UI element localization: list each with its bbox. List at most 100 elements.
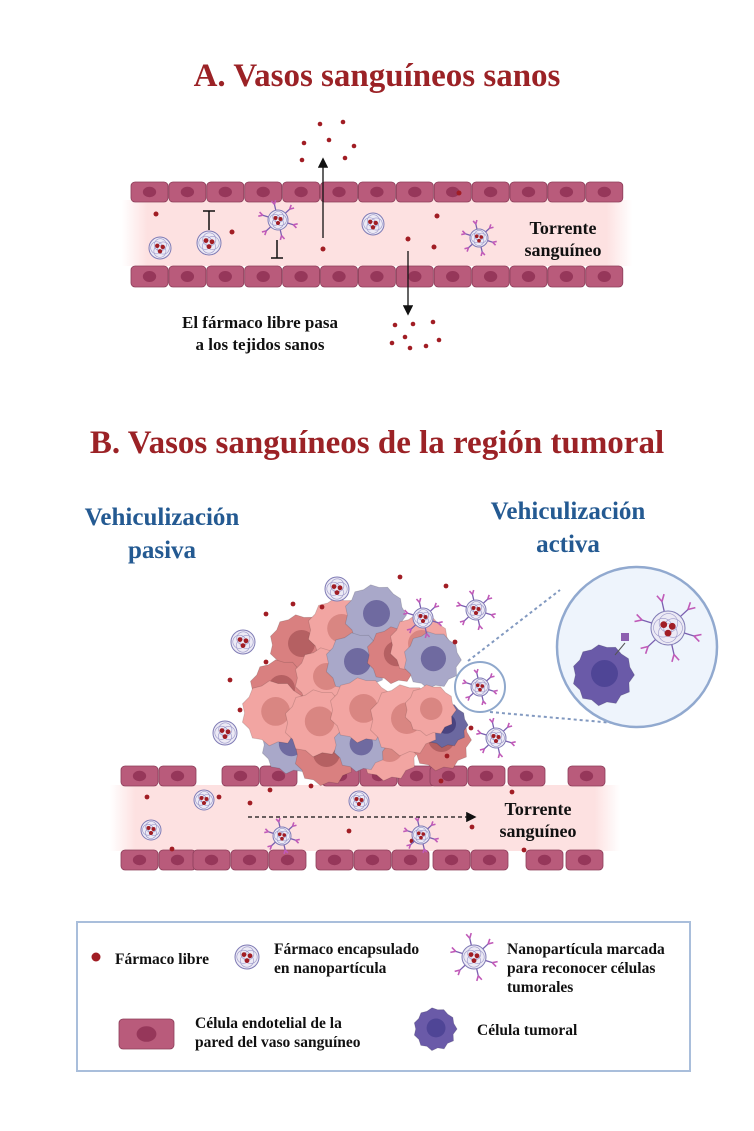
endothelial-cell: [158, 849, 197, 871]
endothelial-cell: [507, 765, 546, 787]
antibody: [270, 841, 276, 847]
tumor-nucleus: [591, 660, 618, 687]
passive-line1: Vehiculización: [84, 504, 240, 531]
endothelial-cell: [395, 181, 434, 203]
endothelial-cell: [168, 181, 207, 203]
antibody: [477, 619, 481, 626]
endothelial-cell: [357, 265, 396, 288]
free-drug-dot: [474, 953, 480, 959]
nucleus: [521, 186, 536, 198]
bloodstream-label-b: Torrente sanguíneo: [493, 798, 583, 842]
legend-tumor-cell-icon: [413, 1007, 458, 1052]
antibody: [265, 226, 272, 232]
bound-tumor-cell: [572, 644, 635, 707]
endothelial-cell: [130, 181, 169, 203]
free-drug-dot: [263, 611, 269, 617]
nucleus: [218, 271, 232, 282]
marked-nanoparticle: [403, 816, 439, 854]
free-drug-dot: [247, 953, 253, 959]
antibody: [476, 968, 479, 976]
endothelial-cell: [397, 765, 436, 787]
nucleus: [559, 271, 574, 282]
endothelial-cell: [467, 765, 506, 787]
endothelial-cell: [268, 849, 307, 871]
tumor-mass: [241, 584, 472, 787]
legend-tumor-cell-label: Célula tumoral: [477, 1022, 578, 1039]
marked-nanoparticle: [461, 219, 497, 257]
legend-line: Célula endotelial de la: [195, 1015, 342, 1032]
free-drug-dot: [436, 337, 442, 343]
nucleus: [332, 271, 346, 282]
tumor-nucleus: [420, 646, 446, 672]
free-drug-dot: [277, 832, 282, 836]
section-b-title: B. Vasos sanguíneos de la región tumoral: [89, 425, 665, 461]
free-drug-dot: [149, 831, 153, 835]
free-drug-dot: [209, 239, 215, 245]
antibody: [455, 950, 463, 955]
free-drug-dot: [340, 119, 346, 125]
free-drug-dot: [153, 211, 159, 217]
free-drug-dot: [430, 319, 436, 325]
endothelial-cell: [244, 181, 283, 203]
endothelial-cell: [470, 849, 509, 871]
free-drug-dot: [320, 246, 326, 252]
antibody: [424, 627, 428, 634]
endothelial-cell: [357, 181, 396, 203]
antibody: [410, 624, 417, 630]
free-drug-dot: [216, 794, 222, 800]
legend-free-drug-label: Fármaco libre: [115, 951, 209, 968]
bloodstream-label-line1: Torrente: [529, 218, 597, 238]
nucleus: [132, 770, 147, 782]
legend-endothelial-label: Célula endotelial de la pared del vaso s…: [195, 1014, 361, 1052]
antibody: [283, 844, 286, 851]
tumor-cell: [403, 631, 462, 690]
endothelial-cell: [471, 265, 510, 288]
encapsulated-nanoparticle: [324, 576, 350, 602]
free-drug-dot: [423, 615, 428, 619]
nucleus: [327, 854, 342, 866]
free-drug-dot: [308, 783, 314, 789]
free-drug-dot: [301, 140, 307, 146]
endothelial-cell: [471, 181, 510, 203]
free-drug-dot: [319, 604, 325, 610]
tumor-nucleus: [426, 1018, 446, 1038]
free-drug-dot: [471, 606, 476, 610]
antibody: [684, 632, 695, 637]
blocked-barrier-icon: [203, 210, 215, 230]
nucleus: [332, 186, 346, 198]
endothelial-cell: [509, 181, 548, 203]
free-drug-dot: [471, 958, 477, 963]
antibody: [429, 837, 435, 840]
free-drug-dot: [392, 322, 398, 328]
free-drug-dot: [476, 607, 481, 611]
legend-line: Nanopartícula marcada: [507, 941, 665, 958]
nucleus: [370, 186, 384, 198]
legend-icons: [91, 932, 498, 1052]
legend-marked-nanoparticle-label: Nanopartícula marcada para reconocer cél…: [507, 940, 665, 997]
tumor-nucleus: [344, 648, 371, 675]
free-drug-dot: [241, 952, 247, 957]
nucleus: [483, 271, 498, 282]
free-drug-dot: [491, 734, 496, 738]
tumor-nucleus: [304, 706, 335, 737]
free-drug-dot: [157, 249, 163, 254]
nucleus: [559, 186, 574, 198]
nucleus: [170, 854, 185, 866]
free-drug-dot: [423, 343, 429, 349]
antibody: [463, 616, 470, 622]
antibody: [460, 604, 467, 608]
antibody: [661, 601, 665, 612]
endothelial-cell: [509, 265, 548, 288]
antibody: [485, 227, 491, 233]
free-drug-dot: [237, 637, 243, 642]
antibody: [409, 840, 415, 846]
healthy-vessel: [122, 181, 632, 288]
antibody: [273, 204, 277, 211]
free-drug-dot: [418, 614, 423, 618]
nucleus: [136, 1026, 157, 1042]
antibody: [491, 722, 495, 729]
antibody: [422, 843, 425, 850]
free-drug-dot: [229, 229, 235, 235]
encapsulated-nanoparticle: [148, 236, 172, 260]
nucleus: [218, 186, 232, 198]
